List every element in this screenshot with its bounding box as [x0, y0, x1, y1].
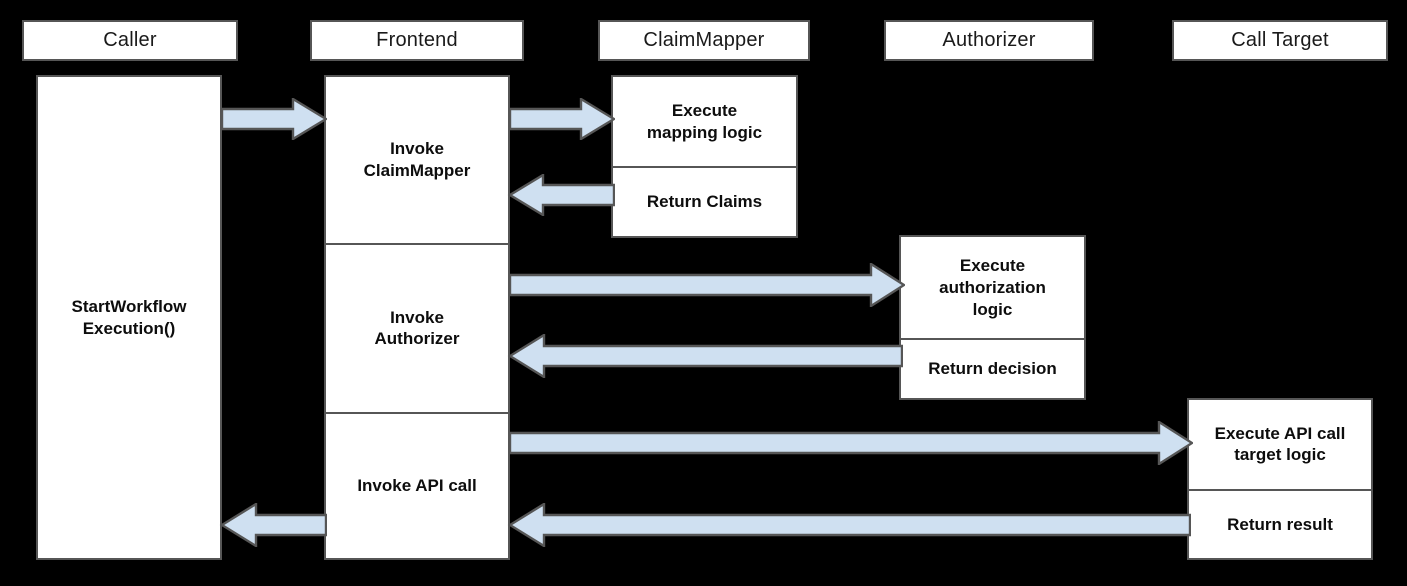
- activation-cell-invoke-authorizer: Invoke Authorizer: [326, 243, 508, 411]
- lane-header-label: Call Target: [1231, 29, 1329, 51]
- activation-cell-return-claims: Return Claims: [613, 166, 796, 236]
- message-arrow-frontend-to-claimmapper: [509, 98, 615, 140]
- activation-cell-invoke-claimmapper: Invoke ClaimMapper: [363, 139, 471, 181]
- activation-claimmapper: Execute mapping logic Return Claims: [611, 75, 798, 238]
- activation-frontend: Invoke ClaimMapper Invoke Authorizer Inv…: [324, 75, 510, 560]
- message-arrow-caller-to-frontend: [221, 98, 327, 140]
- lane-header-caller: Caller: [22, 20, 238, 61]
- lane-header-frontend: Frontend: [310, 20, 524, 61]
- message-arrow-frontend-to-authorizer: [509, 263, 905, 307]
- message-arrow-frontend-to-call-target: [509, 421, 1193, 465]
- activation-cell-execute-api-call-target-logic: Execute API call target logic: [1214, 423, 1346, 465]
- lane-header-label: Caller: [103, 29, 157, 51]
- message-arrow-authorizer-to-frontend: [507, 334, 903, 378]
- activation-cell-invoke-api-call: Invoke API call: [326, 411, 508, 559]
- message-arrow-call-target-to-frontend: [507, 503, 1191, 547]
- activation-cell-return-decision: Return decision: [901, 338, 1084, 398]
- lane-header-label: Frontend: [376, 29, 458, 51]
- lane-header-label: ClaimMapper: [643, 29, 765, 51]
- activation-call-target: Execute API call target logic Return res…: [1187, 398, 1373, 560]
- message-arrow-claimmapper-to-frontend: [507, 174, 615, 216]
- activation-cell-execute-mapping-logic: Execute mapping logic: [646, 100, 763, 142]
- activation-cell-return-result: Return result: [1189, 488, 1371, 558]
- activation-cell-execute-authorization-logic: Execute authorization logic: [939, 256, 1046, 319]
- activation-authorizer: Execute authorization logic Return decis…: [899, 235, 1086, 400]
- lane-header-call-target: Call Target: [1172, 20, 1388, 61]
- lane-header-claimmapper: ClaimMapper: [598, 20, 810, 61]
- activation-caller: StartWorkflow Execution(): [36, 75, 222, 560]
- message-arrow-frontend-to-caller: [219, 503, 327, 547]
- lane-header-authorizer: Authorizer: [884, 20, 1094, 61]
- lane-header-label: Authorizer: [942, 29, 1036, 51]
- activation-cell-start-workflow-execution: StartWorkflow Execution(): [71, 296, 187, 338]
